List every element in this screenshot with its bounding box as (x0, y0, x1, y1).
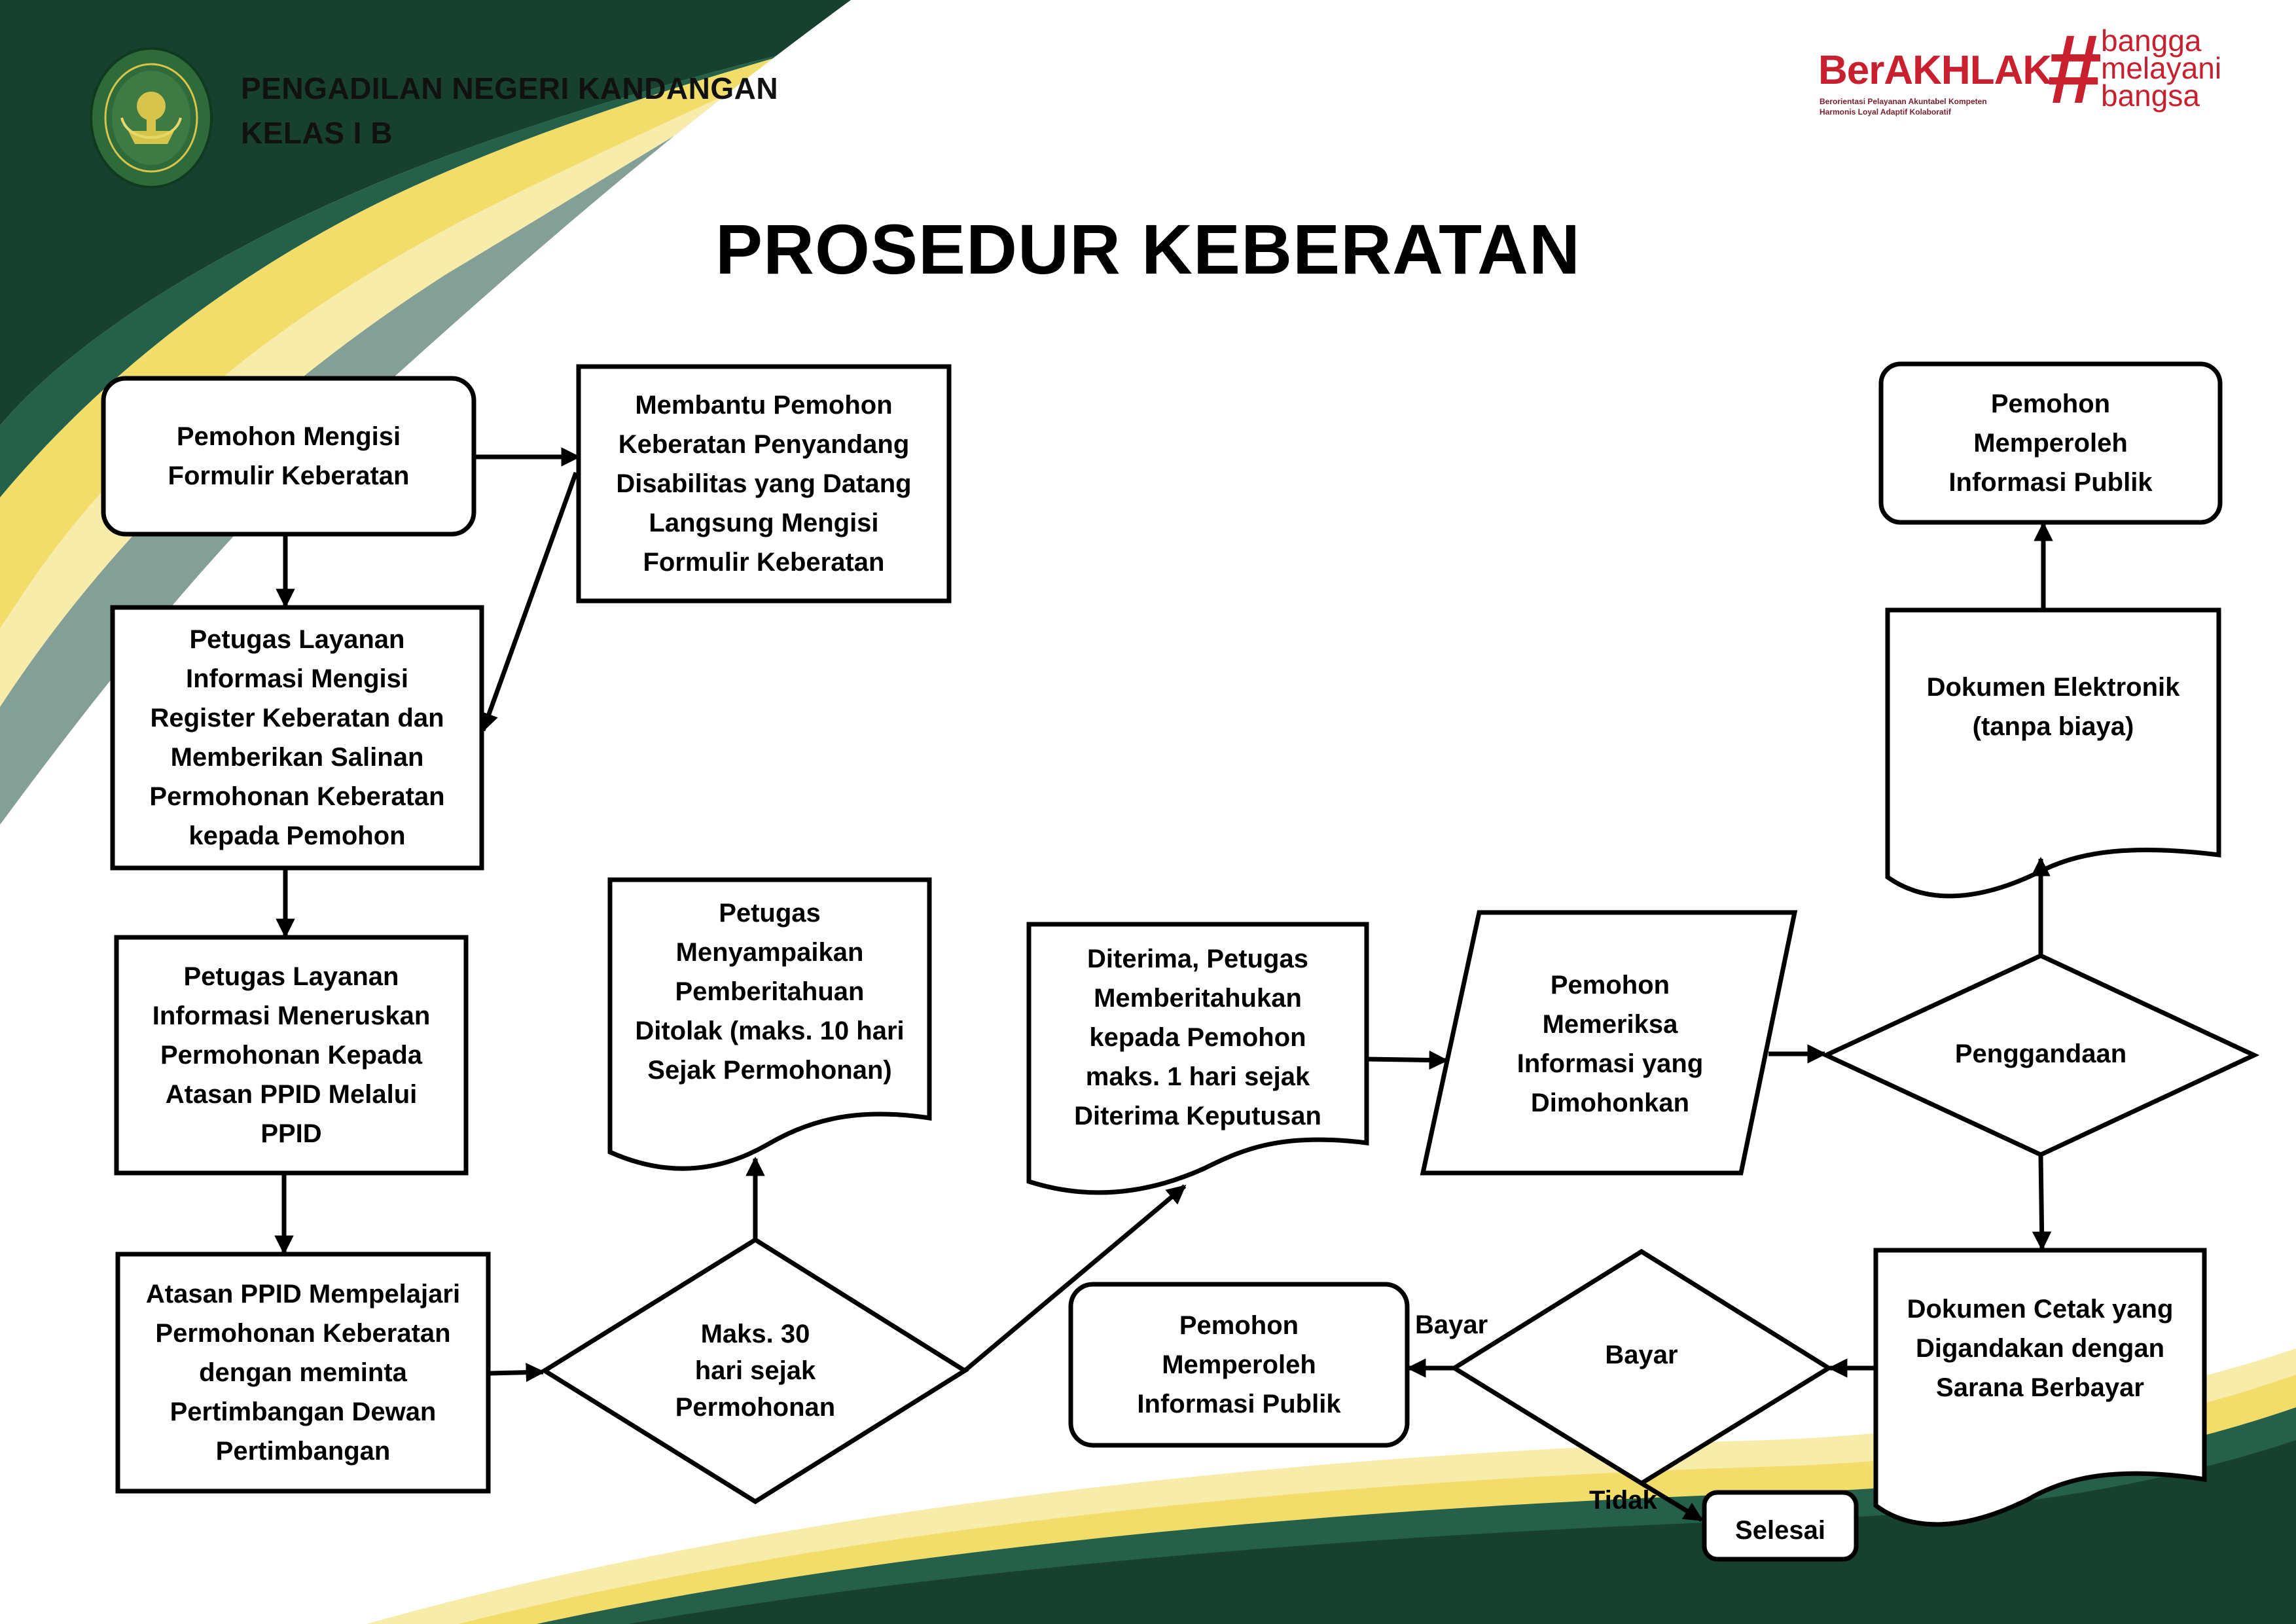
node-accepted-document (1026, 922, 1369, 1195)
top-left-yellow-band (0, 0, 988, 628)
arrow-pay-to-finish (1640, 1481, 1704, 1522)
node-assist-disability-box (576, 364, 952, 604)
node-electronic-label: Dokumen Elektronik (tanpa biaya) (1926, 673, 2180, 741)
arrow-decision-to-accepted (963, 1184, 1187, 1373)
node-assist-disability-label: Membantu Pemohon Keberatan Penyandang Di… (616, 391, 912, 577)
node-rejected-document (607, 877, 932, 1171)
berakhlak-tagline-1: Berorientasi Pelayanan Akuntabel Kompete… (1820, 97, 1987, 106)
node-obtain-info-top-label: Pemohon Memperoleh Informasi Publik (1948, 389, 2153, 497)
node-obtain-info-bottom-label: Pemohon Memperoleh Informasi Publik (1137, 1311, 1341, 1418)
court-logo-emblem (90, 47, 213, 189)
organization-name: PENGADILAN NEGERI KANDANGAN (241, 71, 779, 105)
slogan-line-2: melayani (2101, 51, 2222, 85)
node-accepted-label: Diterima, Petugas Memberitahukan kepada … (1074, 945, 1321, 1130)
node-forward-label: Petugas Layanan Informasi Meneruskan Per… (152, 962, 431, 1148)
berakhlak-tagline-2: Harmonis Loyal Adaptif Kolaboratif (1820, 107, 1951, 117)
node-check-info-parallelogram (1420, 910, 1798, 1176)
node-forward-box (114, 935, 469, 1176)
node-finish-label: Selesai (1735, 1516, 1825, 1545)
berakhlak-wordmark: BerAKHLAK (1818, 48, 2052, 93)
hashtag-symbol: # (2047, 14, 2102, 124)
node-printed-document (1873, 1248, 2207, 1527)
top-left-dark-band (0, 0, 1028, 425)
page-title: PROSEDUR KEBERATAN (715, 209, 1581, 289)
node-printed-label: Dokumen Cetak yang Digandakan dengan Sar… (1907, 1295, 2174, 1402)
branch-label-bayar: Bayar (1415, 1310, 1488, 1339)
branch-label-tidak: Tidak (1589, 1486, 1657, 1515)
arrow-review-to-decision (489, 1362, 545, 1382)
node-fill-form-label: Pemohon Mengisi Formulir Keberatan (168, 422, 410, 490)
node-register-label: Petugas Layanan Informasi Mengisi Regist… (149, 625, 445, 850)
slogan-line-1: bangga (2101, 24, 2202, 58)
arrow-assist-to-register (480, 471, 579, 732)
node-finish-terminal (1702, 1490, 1859, 1562)
node-rejected-label: Petugas Menyampaikan Pemberitahuan Ditol… (635, 899, 905, 1085)
node-duplication-label: Penggandaan (1954, 1039, 2127, 1068)
berakhlak-brand-logo: BerAKHLAK Berorientasi Pelayanan Akuntab… (1813, 20, 2245, 131)
slogan-line-3: bangsa (2101, 79, 2200, 113)
node-max30-decision (540, 1236, 969, 1505)
node-check-info-label: Pemohon Memeriksa Informasi yang Dimohon… (1516, 971, 1704, 1117)
node-register-box (110, 605, 484, 871)
node-review-label: Atasan PPID Mempelajari Permohonan Keber… (145, 1280, 461, 1466)
organization-class: KELAS I B (241, 116, 393, 150)
arrow-duplication-to-printed (2032, 1155, 2052, 1251)
node-max30-label: Maks. 30 hari sejak Permohonan (675, 1320, 836, 1422)
bottom-dark-band (628, 1440, 2296, 1624)
node-review-box (115, 1252, 491, 1494)
node-pay-label: Bayar (1605, 1341, 1678, 1369)
node-fill-form-terminal (101, 376, 476, 537)
arrow-accepted-to-check (1366, 1050, 1448, 1070)
node-duplication-decision (1820, 953, 2260, 1157)
